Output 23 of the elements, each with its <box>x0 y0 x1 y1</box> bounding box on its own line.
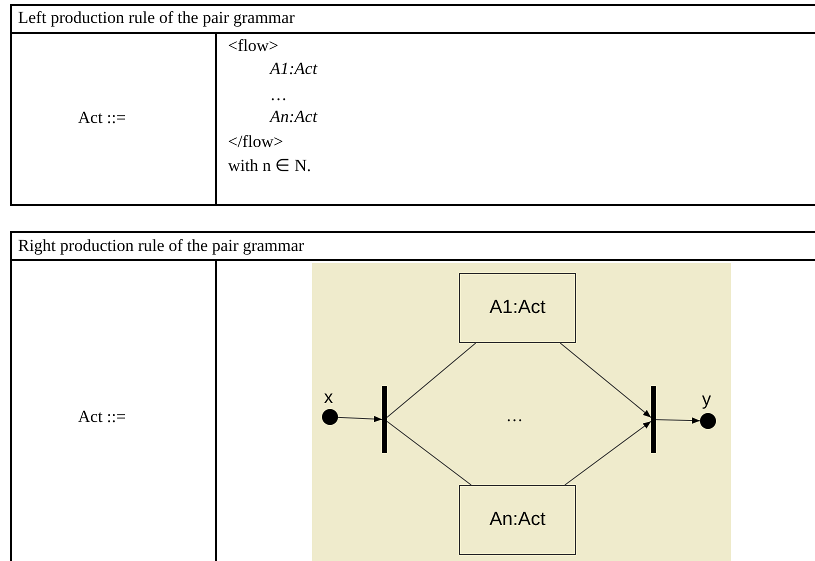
activity-box: An:Act <box>459 485 576 555</box>
connector-line <box>386 420 472 486</box>
point-label: y <box>702 389 711 409</box>
arrow <box>560 342 652 418</box>
arrow <box>564 420 652 486</box>
sync-bar <box>382 386 387 453</box>
table-heading: Right production rule of the pair grammar <box>18 236 304 256</box>
code-line: with n ∈ N. <box>228 156 311 176</box>
code-line: <flow> <box>228 36 278 56</box>
ellipsis: … <box>506 406 523 426</box>
activity-box: A1:Act <box>459 273 576 343</box>
code-line: </flow> <box>228 132 284 152</box>
connector-line <box>386 342 476 418</box>
rule-symbol: Act ::= <box>78 407 126 427</box>
arrow <box>656 417 700 424</box>
code-line: An:Act <box>270 107 318 127</box>
code-line: A1:Act <box>270 59 318 79</box>
rule-symbol: Act ::= <box>78 108 126 128</box>
arrow <box>338 416 382 422</box>
point-label: x <box>324 387 333 407</box>
ellipsis: … <box>270 85 287 105</box>
table-heading: Left production rule of the pair grammar <box>18 8 295 28</box>
sync-bar <box>651 386 656 453</box>
